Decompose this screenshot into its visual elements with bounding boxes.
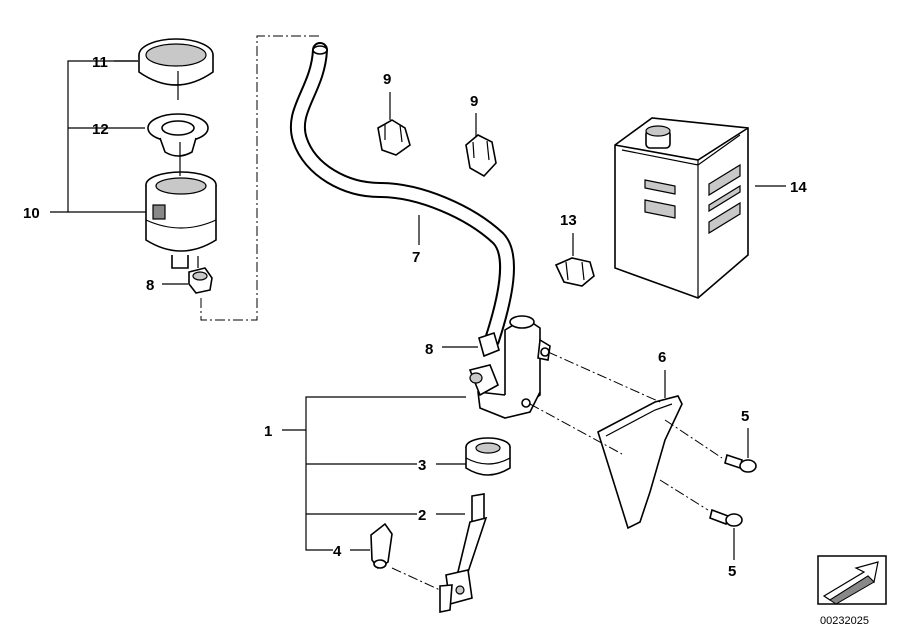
guide-line bbox=[547, 351, 661, 403]
callout-6: 6 bbox=[658, 349, 666, 366]
clutch-master-cylinder[interactable] bbox=[468, 315, 551, 419]
guide-line bbox=[659, 479, 709, 511]
callout-4: 4 bbox=[333, 543, 342, 560]
callout-7: 7 bbox=[412, 249, 420, 266]
reference-number: 00232025 bbox=[820, 615, 869, 627]
callout-5a: 5 bbox=[741, 408, 749, 425]
callout-9b: 9 bbox=[470, 93, 478, 110]
brake-fluid-can[interactable] bbox=[614, 117, 749, 299]
hose-clamp[interactable] bbox=[554, 257, 595, 287]
hose-fitting-top[interactable] bbox=[188, 267, 213, 294]
reservoir-cap[interactable] bbox=[138, 38, 214, 86]
callout-10: 10 bbox=[23, 205, 40, 222]
hose-clip-b[interactable] bbox=[465, 134, 497, 178]
callout-bracket-10 bbox=[50, 60, 146, 213]
retaining-clip[interactable] bbox=[370, 522, 393, 570]
fluid-reservoir[interactable] bbox=[145, 171, 217, 269]
routing-line bbox=[200, 35, 320, 321]
screw-upper[interactable] bbox=[724, 453, 757, 473]
hose-fitting-lower[interactable] bbox=[478, 331, 500, 358]
push-rod[interactable] bbox=[439, 493, 488, 613]
callout-13: 13 bbox=[560, 212, 577, 229]
callout-8b: 8 bbox=[425, 341, 433, 358]
reservoir-seal-ring[interactable] bbox=[147, 113, 209, 157]
clutch-hose[interactable] bbox=[289, 42, 515, 348]
screw-lower[interactable] bbox=[709, 508, 743, 527]
callout-12: 12 bbox=[92, 121, 109, 138]
callout-11: 11 bbox=[92, 54, 108, 71]
callout-1: 1 bbox=[264, 423, 272, 440]
hose-clip-a[interactable] bbox=[377, 119, 411, 156]
callout-5b: 5 bbox=[728, 563, 736, 580]
callout-8a: 8 bbox=[146, 277, 154, 294]
cover-plate[interactable] bbox=[597, 395, 683, 530]
guide-line bbox=[664, 419, 723, 459]
callout-14: 14 bbox=[790, 179, 807, 196]
guide-line bbox=[391, 567, 441, 591]
callout-bracket-1 bbox=[282, 396, 466, 551]
callout-2: 2 bbox=[418, 507, 426, 524]
callout-3: 3 bbox=[418, 457, 426, 474]
callout-9a: 9 bbox=[383, 71, 391, 88]
reference-arrow-box bbox=[817, 555, 887, 605]
boot-seal[interactable] bbox=[465, 437, 511, 476]
